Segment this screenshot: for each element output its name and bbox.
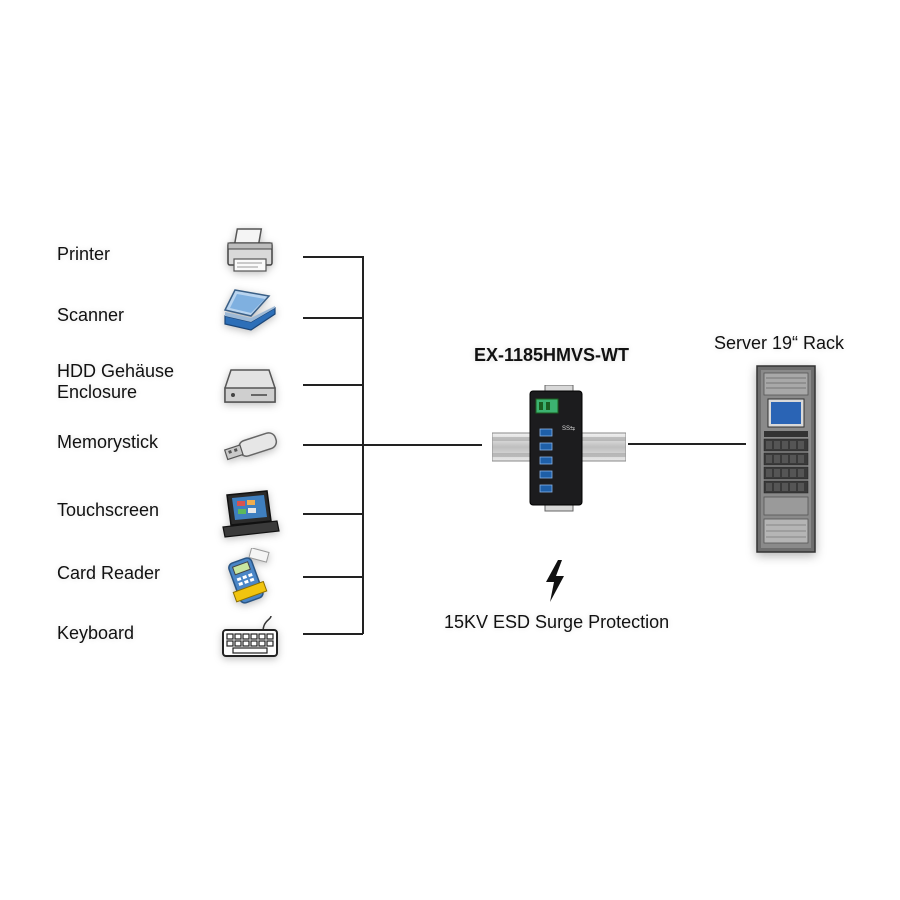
connector-line-touchscreen	[303, 513, 363, 515]
connector-line-printer	[303, 256, 363, 258]
connector-line-hdd	[303, 384, 363, 386]
touchscreen-pos-icon	[218, 485, 282, 543]
device-label-touchscreen: Touchscreen	[57, 500, 160, 520]
bus-to-hub-line	[362, 444, 482, 446]
device-label-hdd: HDD Gehäuse Enclosure	[57, 361, 174, 403]
svg-text:SS⇆: SS⇆	[562, 425, 575, 432]
usb-stick-icon	[218, 418, 282, 476]
connector-line-card-reader	[303, 576, 363, 578]
device-label-memorystick: Memorystick	[57, 432, 159, 452]
usb-hub-device: SS⇆	[492, 385, 626, 515]
esd-protection-label: 15KV ESD Surge Protection	[444, 612, 670, 632]
hub-to-server-line	[628, 443, 746, 445]
connector-line-scanner	[303, 317, 363, 319]
hub-model-title: EX-1185HMVS-WT	[474, 345, 630, 365]
printer-icon	[218, 222, 282, 280]
hdd-enclosure-icon	[218, 356, 282, 414]
card-reader-icon	[218, 547, 282, 605]
device-label-hdd-line1: HDD Gehäuse	[57, 361, 175, 381]
server-rack-icon	[756, 365, 816, 553]
device-label-printer: Printer	[57, 244, 111, 264]
device-label-scanner: Scanner	[57, 305, 125, 325]
connector-line-memorystick	[303, 444, 363, 446]
lightning-icon	[544, 560, 566, 602]
keyboard-icon	[218, 608, 282, 666]
server-label: Server 19“ Rack	[714, 333, 845, 353]
device-label-keyboard: Keyboard	[57, 623, 135, 643]
device-label-card-reader: Card Reader	[57, 563, 161, 583]
scanner-icon	[218, 283, 282, 341]
connector-line-keyboard	[303, 633, 363, 635]
device-label-hdd-line2: Enclosure	[57, 382, 138, 402]
